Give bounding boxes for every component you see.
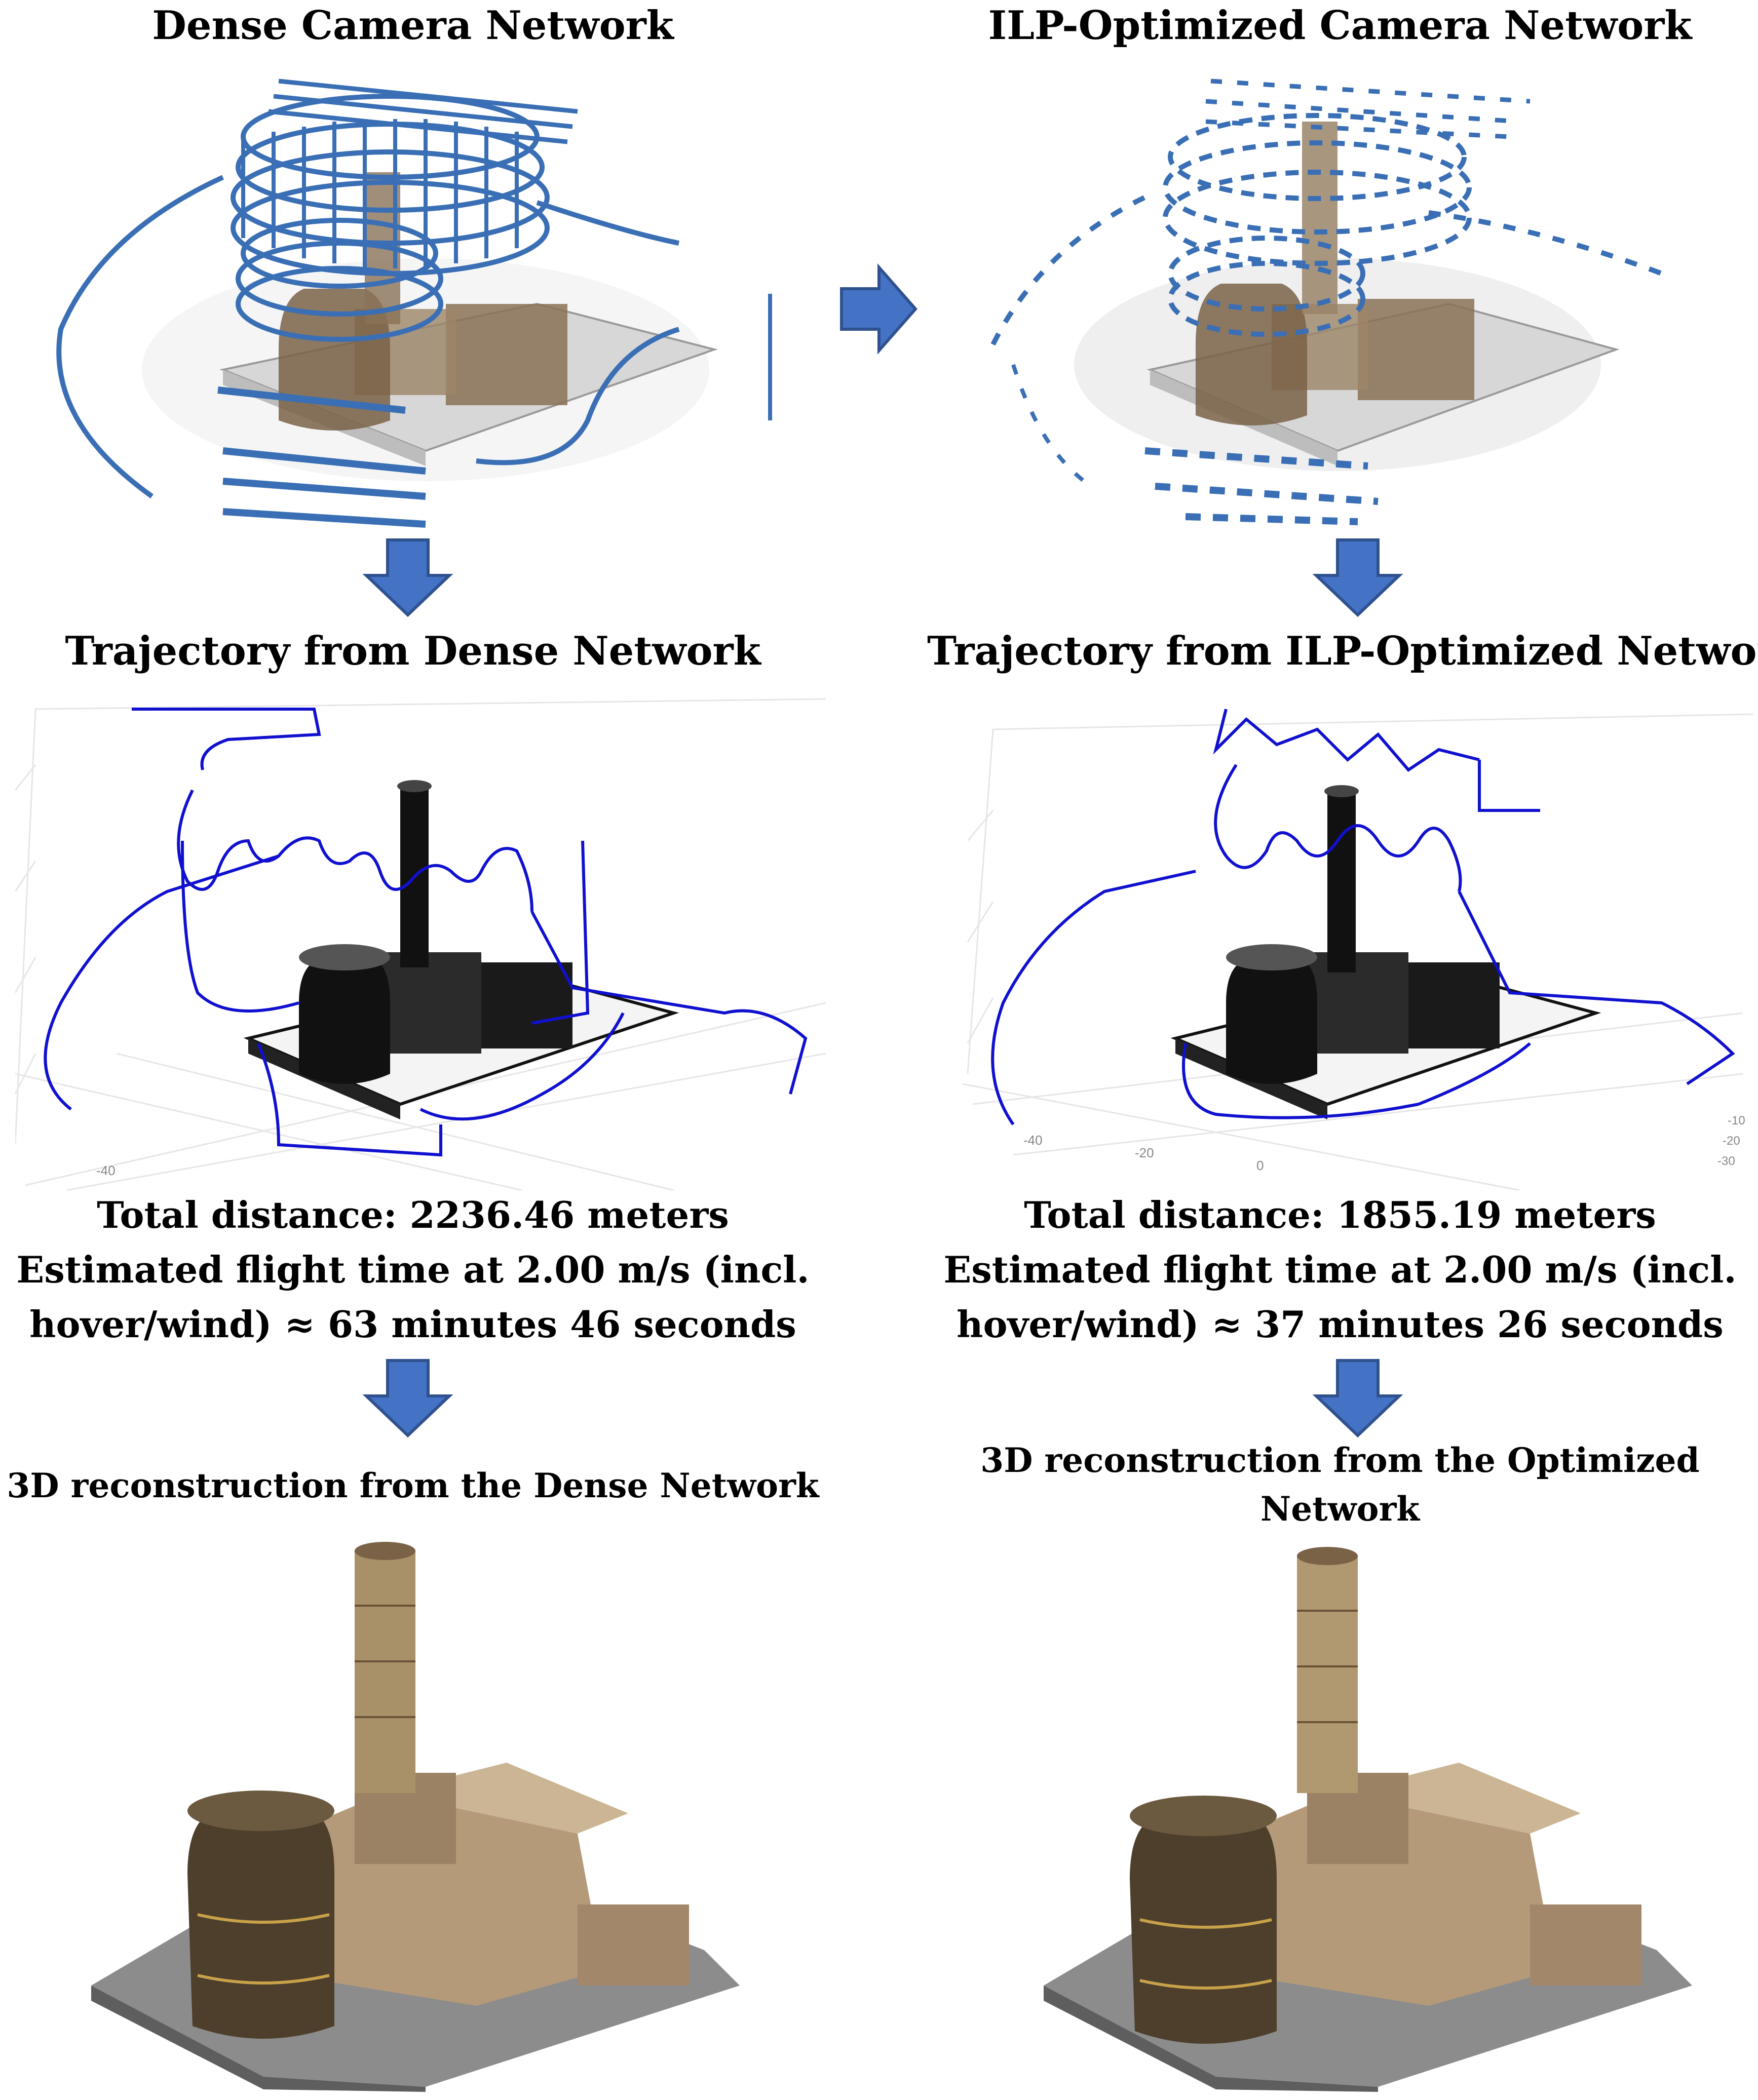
arrow-down-icon	[1312, 1357, 1403, 1438]
dense-total-distance: Total distance: 2236.46 meters	[97, 1193, 729, 1236]
axis-tick-label: -40	[1023, 1133, 1043, 1148]
dense-camera-network-image	[41, 66, 831, 547]
dense-reconstruction-image	[71, 1530, 780, 2092]
axis-tick-label: -20	[1135, 1145, 1154, 1160]
axis-tick-label: -40	[96, 1163, 116, 1178]
optimized-reconstruction-image	[1023, 1535, 1733, 2092]
dense-network-title: Dense Camera Network	[152, 3, 674, 49]
axis-tick-label: -20	[1723, 1134, 1740, 1148]
dense-flight-time-line2: hover/wind) ≈ 63 minutes 46 seconds	[29, 1303, 796, 1346]
dense-reconstruction-title: 3D reconstruction from the Dense Network	[7, 1466, 819, 1505]
optimized-network-title: ILP-Optimized Camera Network	[988, 3, 1692, 49]
optimized-trajectory-plot: -40 -20 0 -10 -20 -30	[963, 689, 1753, 1190]
arrow-right-icon	[838, 263, 920, 355]
optimized-camera-network-image	[983, 61, 1733, 542]
optimized-reconstruction-title-line1: 3D reconstruction from the Optimized	[980, 1441, 1700, 1480]
axis-tick-label: -10	[1728, 1114, 1745, 1127]
optimized-flight-time-line2: hover/wind) ≈ 37 minutes 26 seconds	[957, 1303, 1724, 1346]
optimized-flight-time-line1: Estimated flight time at 2.00 m/s (incl.	[943, 1248, 1737, 1291]
arrow-down-icon	[362, 537, 453, 618]
dense-flight-stats: Total distance: 2236.46 meters Estimated…	[0, 1188, 826, 1352]
arrow-down-icon	[362, 1357, 453, 1438]
optimized-total-distance: Total distance: 1855.19 meters	[1024, 1193, 1656, 1236]
dense-trajectory-title: Trajectory from Dense Network	[65, 628, 761, 674]
dense-trajectory-plot: -40	[15, 689, 826, 1190]
dense-flight-time-line1: Estimated flight time at 2.00 m/s (incl.	[16, 1248, 810, 1291]
axis-tick-label: 0	[1256, 1158, 1264, 1173]
optimized-trajectory-title: Trajectory from ILP-Optimized Network	[927, 628, 1758, 674]
optimized-reconstruction-title-line2: Network	[1260, 1489, 1420, 1529]
axis-tick-label: -30	[1717, 1154, 1735, 1168]
optimized-flight-stats: Total distance: 1855.19 meters Estimated…	[927, 1188, 1753, 1352]
optimized-reconstruction-title: 3D reconstruction from the Optimized Net…	[927, 1436, 1753, 1533]
arrow-down-icon	[1312, 537, 1403, 618]
